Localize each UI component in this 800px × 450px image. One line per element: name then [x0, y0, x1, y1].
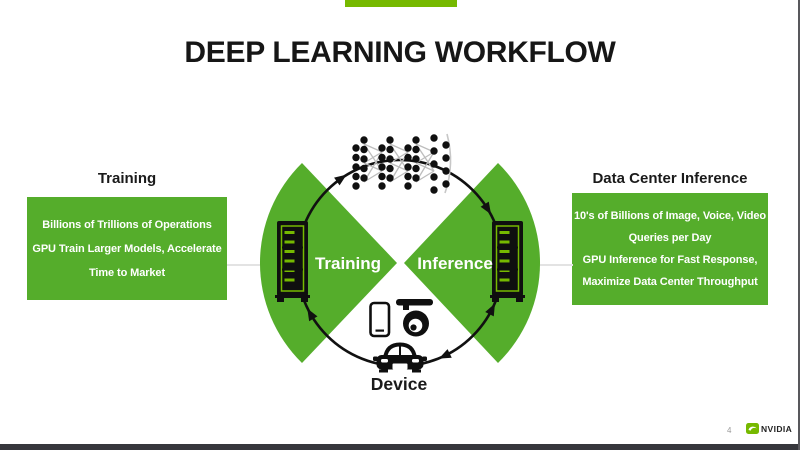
training-panel-line: Billions of Trillions of Operations — [42, 218, 212, 231]
training-panel-line: Time to Market — [88, 266, 166, 279]
right-edge-border — [798, 0, 800, 450]
smartphone-icon — [369, 301, 391, 338]
workflow-diagram: Training Inference Device — [259, 133, 541, 394]
left-wedge-label: Training — [315, 254, 381, 273]
training-panel-box: Billions of Trillions of Operations GPU … — [27, 197, 227, 300]
server-rack-icon-left — [275, 221, 310, 302]
right-connector-line — [537, 264, 573, 266]
training-panel-heading: Training — [97, 170, 157, 187]
nvidia-logo-text: NVIDIA — [761, 423, 793, 434]
nvidia-eye-icon — [746, 423, 759, 434]
cycle-arrowheads — [307, 174, 495, 359]
left-wedge — [259, 163, 397, 363]
inference-panel-line: GPU Inference for Fast Response, — [582, 254, 758, 266]
car-icon — [373, 342, 427, 373]
inference-panel-line: Queries per Day — [628, 232, 712, 244]
neural-network-icon — [352, 133, 452, 194]
nvidia-logo: NVIDIA — [746, 423, 792, 434]
right-wedge-label: Inference — [417, 254, 493, 273]
security-camera-icon — [396, 299, 433, 337]
right-wedge — [404, 163, 541, 363]
inference-panel-box: 10's of Billions of Image, Voice, Video … — [572, 193, 768, 305]
left-connector-line — [227, 264, 263, 266]
bottom-edge-bar — [0, 444, 800, 450]
inference-panel-line: Maximize Data Center Throughput — [582, 276, 758, 288]
inference-panel-line: 10's of Billions of Image, Voice, Video — [573, 210, 767, 222]
top-accent-bar — [345, 0, 457, 7]
slide-title: DEEP LEARNING WORKFLOW — [184, 36, 616, 69]
device-label: Device — [371, 374, 428, 394]
page-number: 4 — [727, 426, 732, 435]
inference-panel-heading: Data Center Inference — [592, 170, 748, 187]
server-rack-icon-right — [490, 221, 525, 302]
training-panel-line: GPU Train Larger Models, Accelerate — [32, 242, 222, 255]
